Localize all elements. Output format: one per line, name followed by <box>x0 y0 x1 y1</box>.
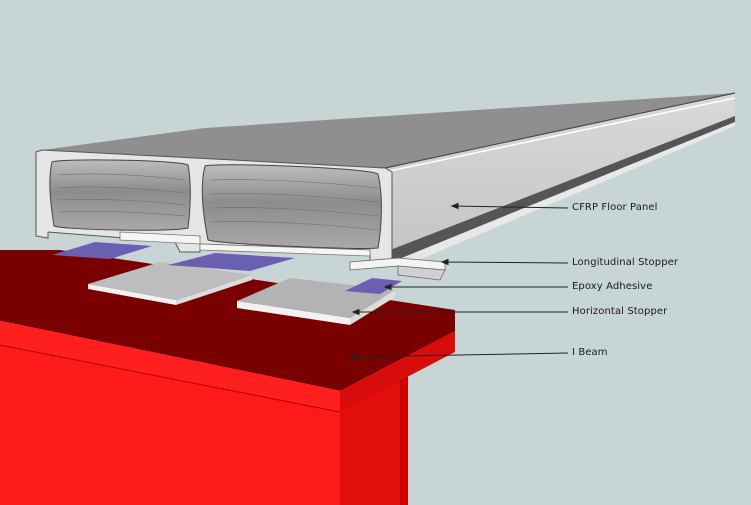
epoxy-strip-2 <box>168 253 295 271</box>
label-cfrp-floor-panel: CFRP Floor Panel <box>572 202 658 213</box>
label-horizontal-stopper: Horizontal Stopper <box>572 306 668 317</box>
panel-cell-right <box>201 164 382 249</box>
i-beam-web-edge <box>400 362 408 505</box>
horizontal-stopper-left <box>88 262 252 300</box>
label-longitudinal-stopper: Longitudinal Stopper <box>572 257 679 268</box>
leader-lines <box>348 202 569 361</box>
panel-top-face <box>42 93 735 168</box>
i-beam-body <box>0 345 340 505</box>
longitudinal-stopper <box>349 257 446 281</box>
label-epoxy-adhesive: Epoxy Adhesive <box>572 281 653 292</box>
label-i-beam: I Beam <box>572 347 608 358</box>
epoxy-strip-3 <box>345 278 402 294</box>
epoxy-strip-1 <box>52 242 152 259</box>
panel-cell-left <box>49 159 191 231</box>
cfrp-floor-panel <box>35 92 736 268</box>
i-beam-web-side <box>340 372 408 505</box>
leader-panel <box>451 205 569 209</box>
leader-longitudinal <box>441 261 569 264</box>
i-beam-flange-side <box>340 330 455 412</box>
i-beam-flange-front <box>0 320 340 412</box>
epoxy-adhesive-strips <box>52 242 402 294</box>
leader-ibeam <box>349 352 569 358</box>
